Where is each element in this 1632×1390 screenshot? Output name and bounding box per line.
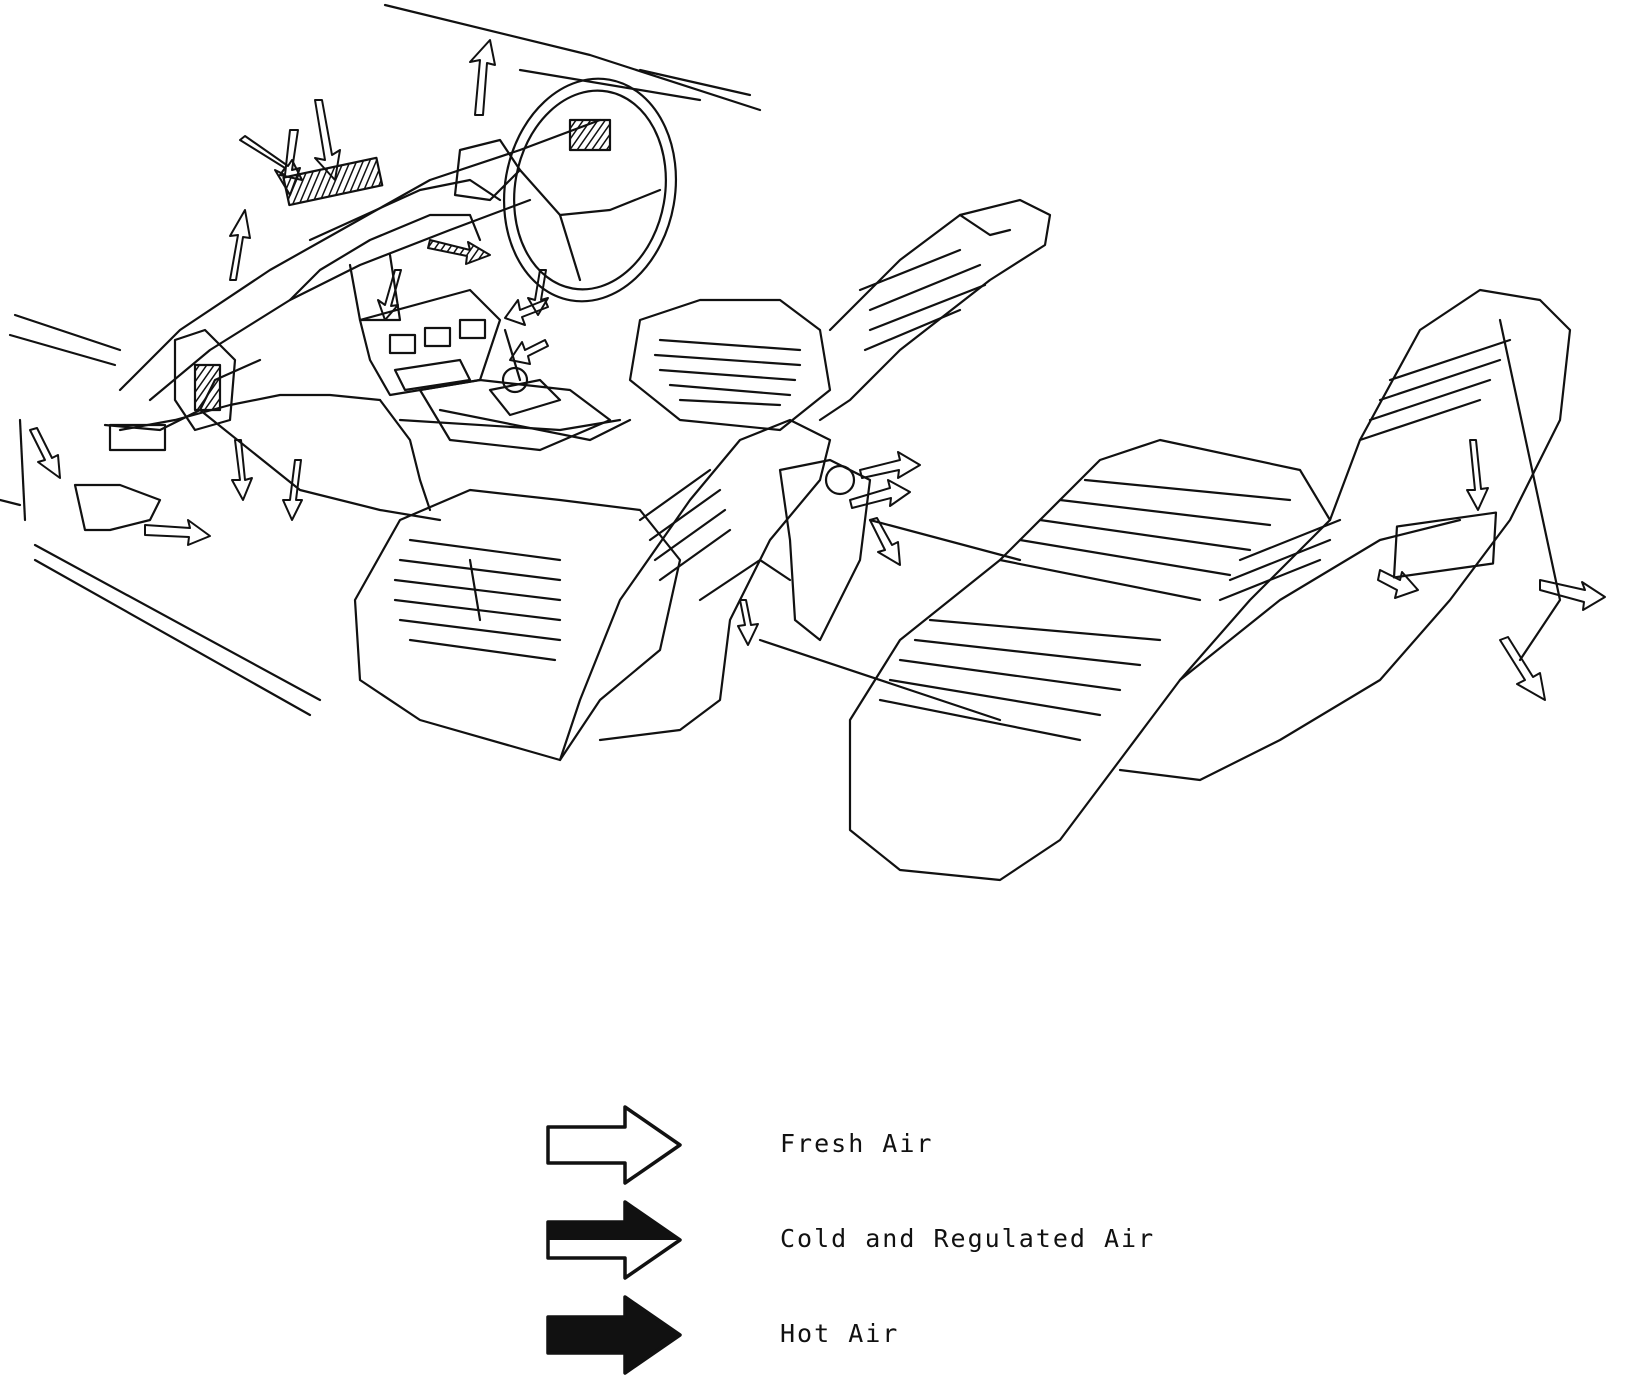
rear-bench-seat (848, 288, 1572, 882)
steering-wheel (502, 77, 678, 303)
front-right-seat (628, 198, 1052, 432)
half-filled-arrow-icon (546, 1200, 682, 1280)
legend-label-hot-air: Hot Air (780, 1319, 900, 1348)
airflow-arrows (29, 39, 1606, 701)
front-left-seat (353, 418, 832, 762)
legend-item-hot-air: Hot Air (540, 1295, 1240, 1375)
defroster-vent (282, 156, 384, 207)
car-interior-ventilation-drawing (0, 3, 1606, 882)
windscreen-edge (8, 3, 762, 367)
legend-item-fresh-air: Fresh Air (540, 1105, 1240, 1185)
legend-item-cold-regulated-air: Cold and Regulated Air (540, 1200, 1240, 1280)
solid-arrow-icon (546, 1295, 682, 1375)
legend-label-cold-regulated-air: Cold and Regulated Air (780, 1224, 1156, 1253)
side-vent-grille (193, 363, 222, 412)
outline-arrow-icon (546, 1105, 682, 1185)
door-sill (0, 418, 322, 717)
legend: Fresh Air Cold and Regulated Air Hot Air (540, 1105, 1240, 1375)
rear-center-console (698, 458, 1022, 722)
legend-label-fresh-air: Fresh Air (780, 1129, 934, 1158)
